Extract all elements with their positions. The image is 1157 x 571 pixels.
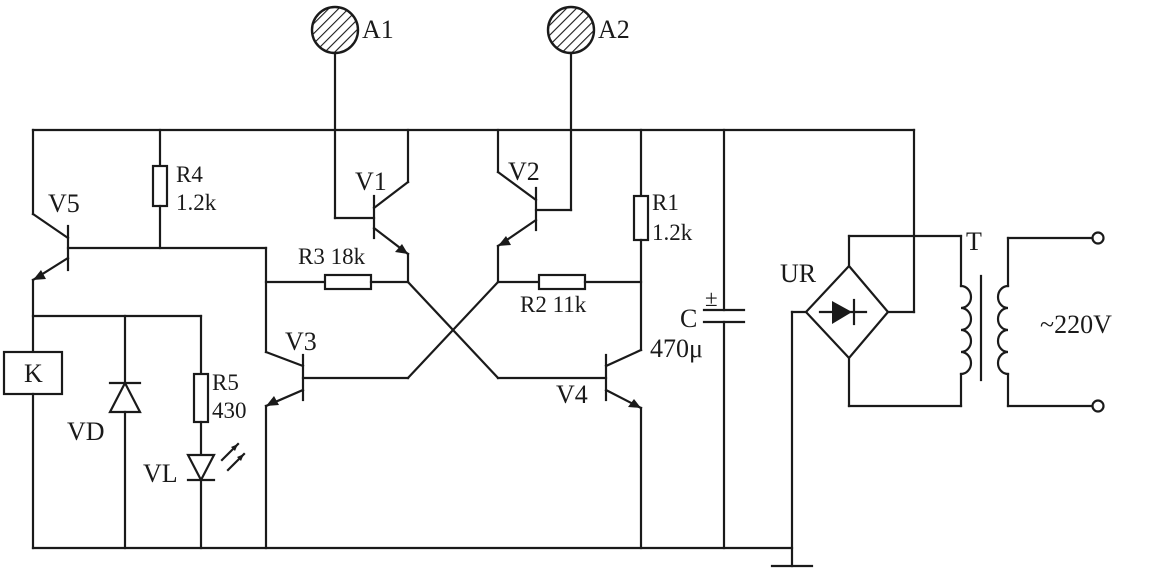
r5-value: 430 [212,398,247,423]
v1-label: V1 [355,167,387,196]
r1-label: R1 [652,190,679,215]
transistor-v4: V4 [556,348,643,550]
led-vl: VL [143,442,246,550]
cross-coupling: R3 18k R2 11k [264,244,643,380]
capacitor-label: C [680,304,697,333]
transistor-v2: V2 [496,128,573,284]
v5-label: V5 [48,189,80,218]
v3-label: V3 [285,327,317,356]
transistor-v3: V3 [264,246,317,550]
mains-voltage-label: ~220V [1040,310,1112,339]
transistor-v1: V1 [333,128,410,284]
r3-label: R3 18k [298,244,366,269]
capacitor-value: 470μ [650,334,703,363]
relay-k-label: K [24,359,43,388]
electrode-a2: A2 [546,5,630,212]
capacitor-c: ± C 470μ [650,128,746,550]
bridge-rectifier-ur: UR [770,128,963,568]
transformer-t: T ~220V [959,227,1112,413]
r4-value: 1.2k [176,190,217,215]
r1-value: 1.2k [652,220,693,245]
mains-terminal-bottom [1091,399,1105,413]
capacitor-polarity: ± [705,286,718,311]
electrode-a1-label: A1 [362,15,394,44]
vl-label: VL [143,459,178,488]
vd-label: VD [67,417,105,446]
electrode-a2-label: A2 [598,15,630,44]
ur-label: UR [780,259,817,288]
mains-terminal-top [1091,231,1105,245]
electrode-a1: A1 [310,5,394,220]
relay-k: K [2,314,203,550]
transistor-v5: V5 [31,128,80,354]
resistor-r4: R4 1.2k [151,128,217,250]
r5-label: R5 [212,370,239,395]
resistor-r1: R1 1.2k [632,128,693,352]
r4-label: R4 [176,162,203,187]
diode-vd: VD [67,314,142,550]
transformer-label: T [966,227,982,256]
resistor-r5: R5 430 [192,314,247,457]
v2-label: V2 [508,157,540,186]
v4-label: V4 [556,380,588,409]
r2-label: R2 11k [520,292,587,317]
